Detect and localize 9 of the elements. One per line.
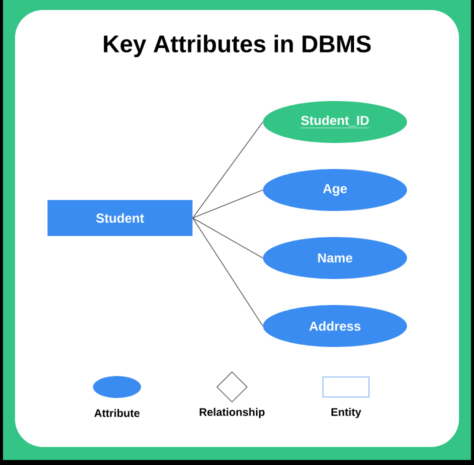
legend-label: Entity [331, 408, 362, 418]
legend-label: Relationship [200, 408, 265, 418]
connector-line [192, 190, 264, 218]
entity-box: Student [48, 200, 192, 236]
legend-label: Attribute [94, 408, 140, 418]
connector-line [192, 122, 264, 218]
connector-line [192, 218, 264, 258]
connector-line [192, 218, 264, 326]
title: Key Attributes in DBMS [104, 34, 371, 58]
